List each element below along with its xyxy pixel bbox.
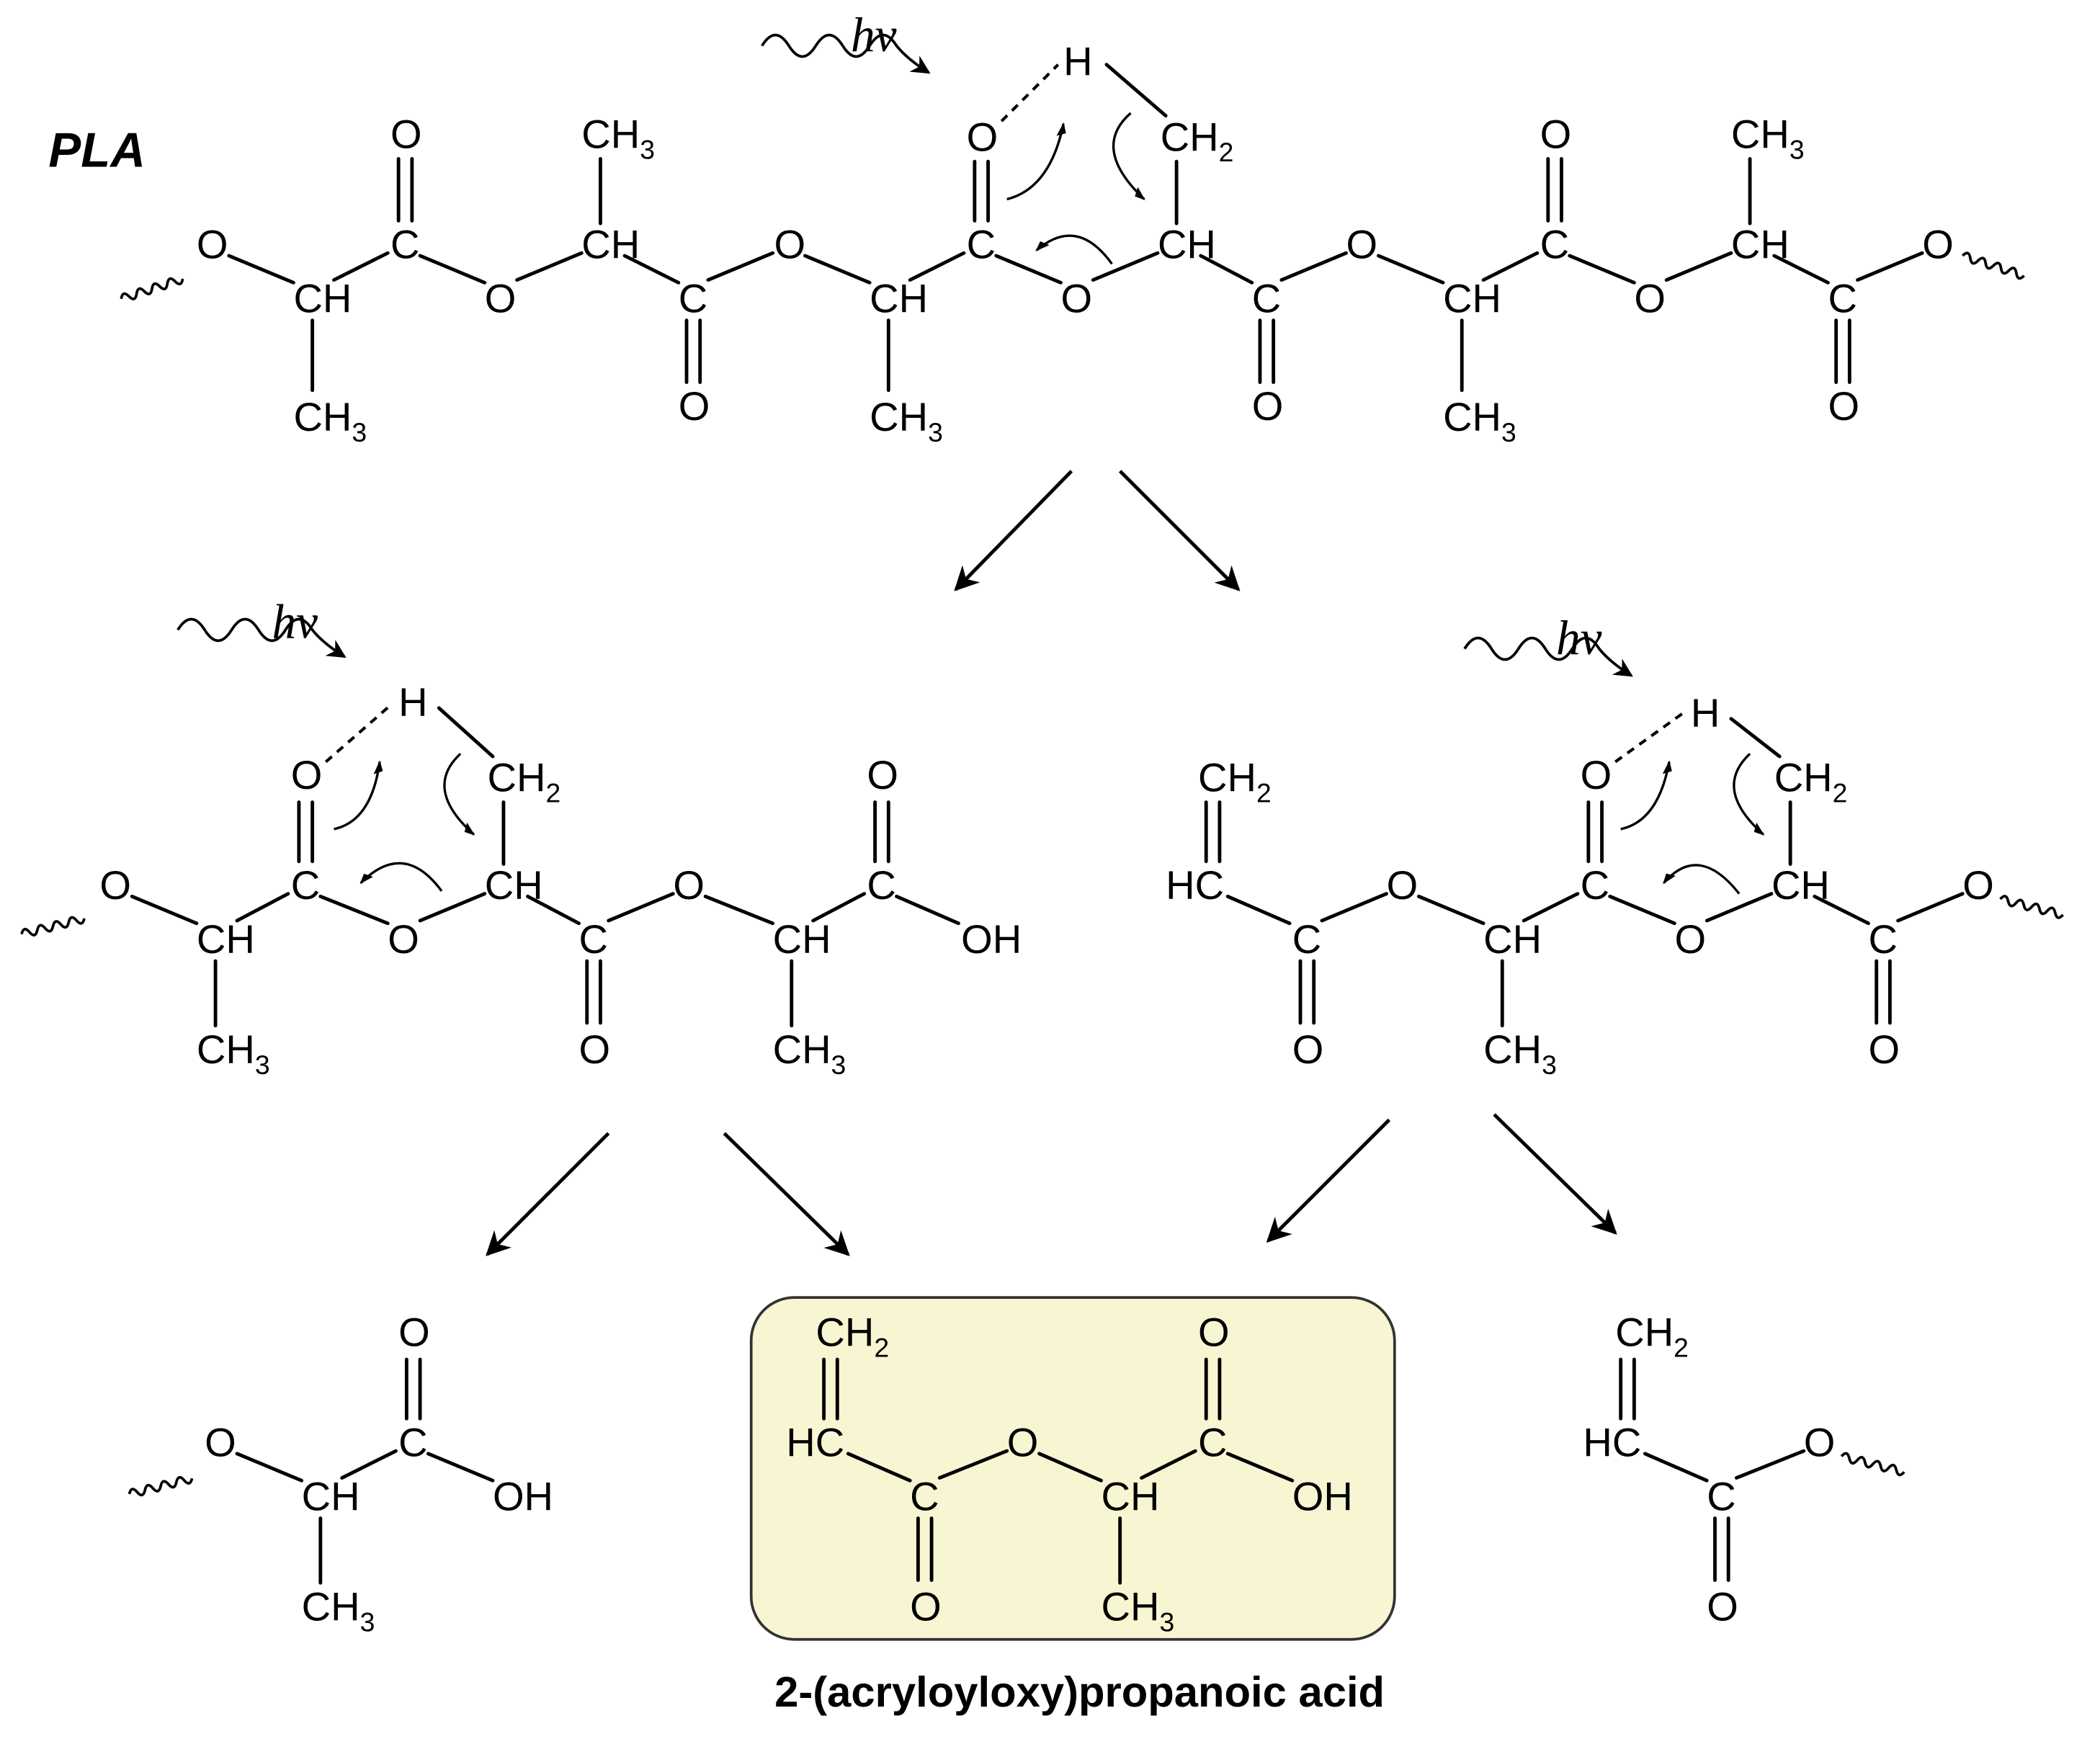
svg-text:hν: hν: [851, 8, 897, 62]
svg-text:C: C: [1198, 1420, 1227, 1465]
svg-text:CH: CH: [1102, 1473, 1160, 1519]
svg-text:hν: hν: [1556, 611, 1602, 665]
svg-text:O: O: [485, 275, 517, 321]
svg-text:CH3: CH3: [302, 1584, 375, 1637]
svg-text:O: O: [774, 222, 805, 267]
svg-text:CH: CH: [773, 916, 831, 962]
svg-text:O: O: [291, 752, 323, 797]
svg-text:C: C: [679, 275, 707, 321]
product-name: 2-(acryloyloxy)propanoic acid: [774, 1668, 1385, 1716]
svg-text:CH3: CH3: [773, 1027, 846, 1080]
svg-text:O: O: [1674, 916, 1706, 962]
svg-text:HC: HC: [786, 1420, 844, 1465]
svg-text:CH2: CH2: [1198, 755, 1272, 808]
svg-text:CH: CH: [1483, 916, 1542, 962]
reaction-arrow: [1266, 1118, 1391, 1243]
svg-text:O: O: [1828, 383, 1859, 429]
product-highlighted: CH2 HC C O O CH CH3 C O OH: [749, 1296, 1396, 1641]
svg-text:O: O: [910, 1584, 942, 1630]
svg-text:O: O: [1962, 862, 1994, 908]
svg-text:CH2: CH2: [1161, 114, 1234, 167]
reaction-arrow: [486, 1132, 610, 1256]
svg-text:CH2: CH2: [1774, 755, 1848, 808]
svg-text:C: C: [1707, 1473, 1735, 1519]
svg-text:O: O: [1540, 112, 1572, 157]
svg-text:CH3: CH3: [1731, 112, 1805, 165]
svg-text:C: C: [910, 1473, 939, 1519]
reaction-arrow: [723, 1132, 850, 1256]
svg-text:C: C: [398, 1420, 427, 1465]
svg-text:CH: CH: [293, 275, 352, 321]
svg-text:H: H: [1691, 690, 1720, 736]
svg-text:O: O: [1198, 1309, 1230, 1354]
svg-text:O: O: [867, 752, 898, 797]
svg-text:O: O: [1581, 752, 1612, 797]
intermediate-left: O CH CH3 C O O CH CH2 H C O O CH CH3 C O…: [20, 595, 1022, 1080]
svg-text:O: O: [1346, 222, 1378, 267]
svg-text:O: O: [1292, 1027, 1324, 1072]
product-acrylate-end: CH2 HC C O O: [1583, 1309, 1905, 1630]
svg-text:C: C: [390, 222, 419, 267]
svg-text:CH2: CH2: [488, 755, 561, 808]
reaction-arrow: [1493, 1113, 1617, 1235]
svg-text:HC: HC: [1583, 1420, 1641, 1465]
svg-text:HC: HC: [1166, 862, 1224, 908]
product-lactic-end: O CH CH3 C O OH: [128, 1309, 553, 1637]
pla-chain: O CH CH3 C O O CH CH3 C O O CH CH3 C O O…: [120, 39, 2025, 447]
svg-text:O: O: [1804, 1420, 1836, 1465]
svg-text:OH: OH: [493, 1473, 553, 1519]
svg-text:O: O: [1922, 222, 1954, 267]
svg-text:O: O: [390, 112, 422, 157]
svg-text:O: O: [398, 1309, 430, 1354]
svg-text:O: O: [1869, 1027, 1900, 1072]
svg-text:C: C: [867, 862, 895, 908]
svg-text:C: C: [1292, 916, 1321, 962]
svg-text:CH3: CH3: [1443, 394, 1516, 447]
polymer-label: PLA: [48, 124, 146, 178]
svg-text:CH: CH: [870, 275, 928, 321]
svg-text:CH: CH: [302, 1473, 360, 1519]
reaction-arrow: [1118, 470, 1241, 591]
svg-text:CH3: CH3: [870, 394, 943, 447]
intermediate-right: CH2 HC C O O CH CH3 C O O CH CH2 H C O O: [1166, 611, 2065, 1080]
svg-text:C: C: [579, 916, 608, 962]
svg-text:O: O: [1060, 275, 1092, 321]
svg-text:O: O: [579, 1027, 611, 1072]
svg-text:H: H: [398, 679, 427, 725]
svg-text:O: O: [197, 222, 228, 267]
svg-text:O: O: [967, 114, 998, 159]
svg-text:C: C: [1869, 916, 1898, 962]
svg-text:O: O: [679, 383, 710, 429]
svg-text:CH3: CH3: [293, 394, 367, 447]
svg-text:C: C: [291, 862, 320, 908]
svg-text:CH3: CH3: [197, 1027, 270, 1080]
svg-text:hν: hν: [272, 595, 318, 649]
svg-text:CH3: CH3: [1483, 1027, 1557, 1080]
svg-text:CH2: CH2: [1615, 1309, 1689, 1362]
svg-text:O: O: [99, 862, 131, 908]
svg-text:C: C: [967, 222, 996, 267]
svg-text:C: C: [1252, 275, 1281, 321]
svg-text:CH: CH: [1443, 275, 1501, 321]
svg-text:O: O: [673, 862, 705, 908]
svg-text:H: H: [1063, 39, 1092, 84]
svg-text:CH: CH: [197, 916, 255, 962]
svg-text:O: O: [388, 916, 419, 962]
svg-text:C: C: [1581, 862, 1609, 908]
svg-text:O: O: [1634, 275, 1666, 321]
svg-text:C: C: [1828, 275, 1857, 321]
svg-text:CH3: CH3: [581, 112, 655, 165]
reaction-arrow: [954, 470, 1073, 591]
svg-text:O: O: [205, 1420, 236, 1465]
svg-text:OH: OH: [961, 916, 1022, 962]
svg-text:O: O: [1707, 1584, 1738, 1630]
svg-text:O: O: [1252, 383, 1284, 429]
photon-top: hν: [761, 8, 931, 74]
svg-text:O: O: [1007, 1420, 1039, 1465]
svg-text:OH: OH: [1292, 1473, 1353, 1519]
svg-text:O: O: [1387, 862, 1418, 908]
svg-text:C: C: [1540, 222, 1569, 267]
